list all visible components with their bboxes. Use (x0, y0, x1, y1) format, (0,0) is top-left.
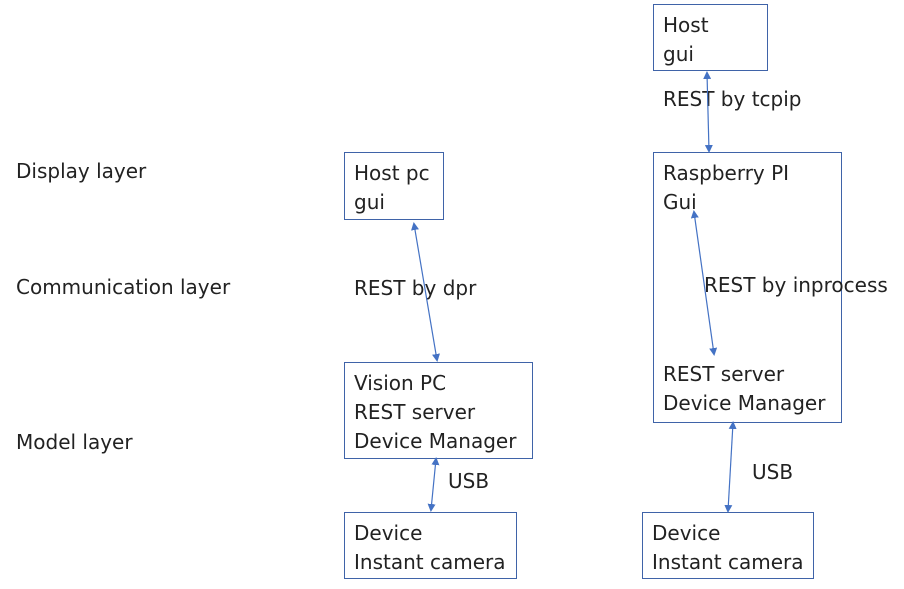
communication-layer-label: Communication layer (16, 275, 231, 299)
display-layer-label: Display layer (16, 159, 147, 183)
host-pc-gui-label: gui (354, 190, 385, 214)
right-usb-label: USB (752, 460, 794, 484)
right-device-box: Device Instant camera (642, 512, 814, 579)
rest-by-inprocess-label: REST by inprocess (704, 273, 888, 297)
host-pc-label: Host pc (354, 161, 430, 185)
raspberry-pi-box: Raspberry PI Gui (653, 152, 842, 423)
rest-by-dpr-label: REST by dpr (354, 276, 477, 300)
raspberry-pi-label: Raspberry PI (663, 161, 790, 185)
raspberry-gui-label: Gui (663, 190, 697, 214)
model-layer-label: Model layer (16, 430, 133, 454)
host-label: Host (663, 13, 709, 37)
right-usb-arrow (724, 421, 737, 513)
raspberry-rest-server-label: REST server (663, 362, 785, 386)
right-instant-camera-label: Instant camera (652, 550, 804, 574)
vision-device-manager-label: Device Manager (354, 429, 517, 453)
right-device-label: Device (652, 521, 721, 545)
rest-by-tcpip-label: REST by tcpip (663, 87, 802, 111)
host-pc-gui-box: Host pc gui (344, 152, 444, 220)
left-device-label: Device (354, 521, 423, 545)
left-instant-camera-label: Instant camera (354, 550, 506, 574)
tcpip-arrow (703, 71, 713, 153)
host-gui-box: Host gui (653, 4, 768, 71)
raspberry-device-manager-label: Device Manager (663, 391, 826, 415)
left-usb-arrow (427, 457, 440, 512)
left-usb-label: USB (448, 469, 490, 493)
vision-pc-label: Vision PC (354, 371, 447, 395)
host-gui-label: gui (663, 42, 694, 66)
vision-pc-box: Vision PC REST server Device Manager (344, 362, 533, 459)
vision-rest-server-label: REST server (354, 400, 476, 424)
left-device-box: Device Instant camera (344, 512, 517, 579)
